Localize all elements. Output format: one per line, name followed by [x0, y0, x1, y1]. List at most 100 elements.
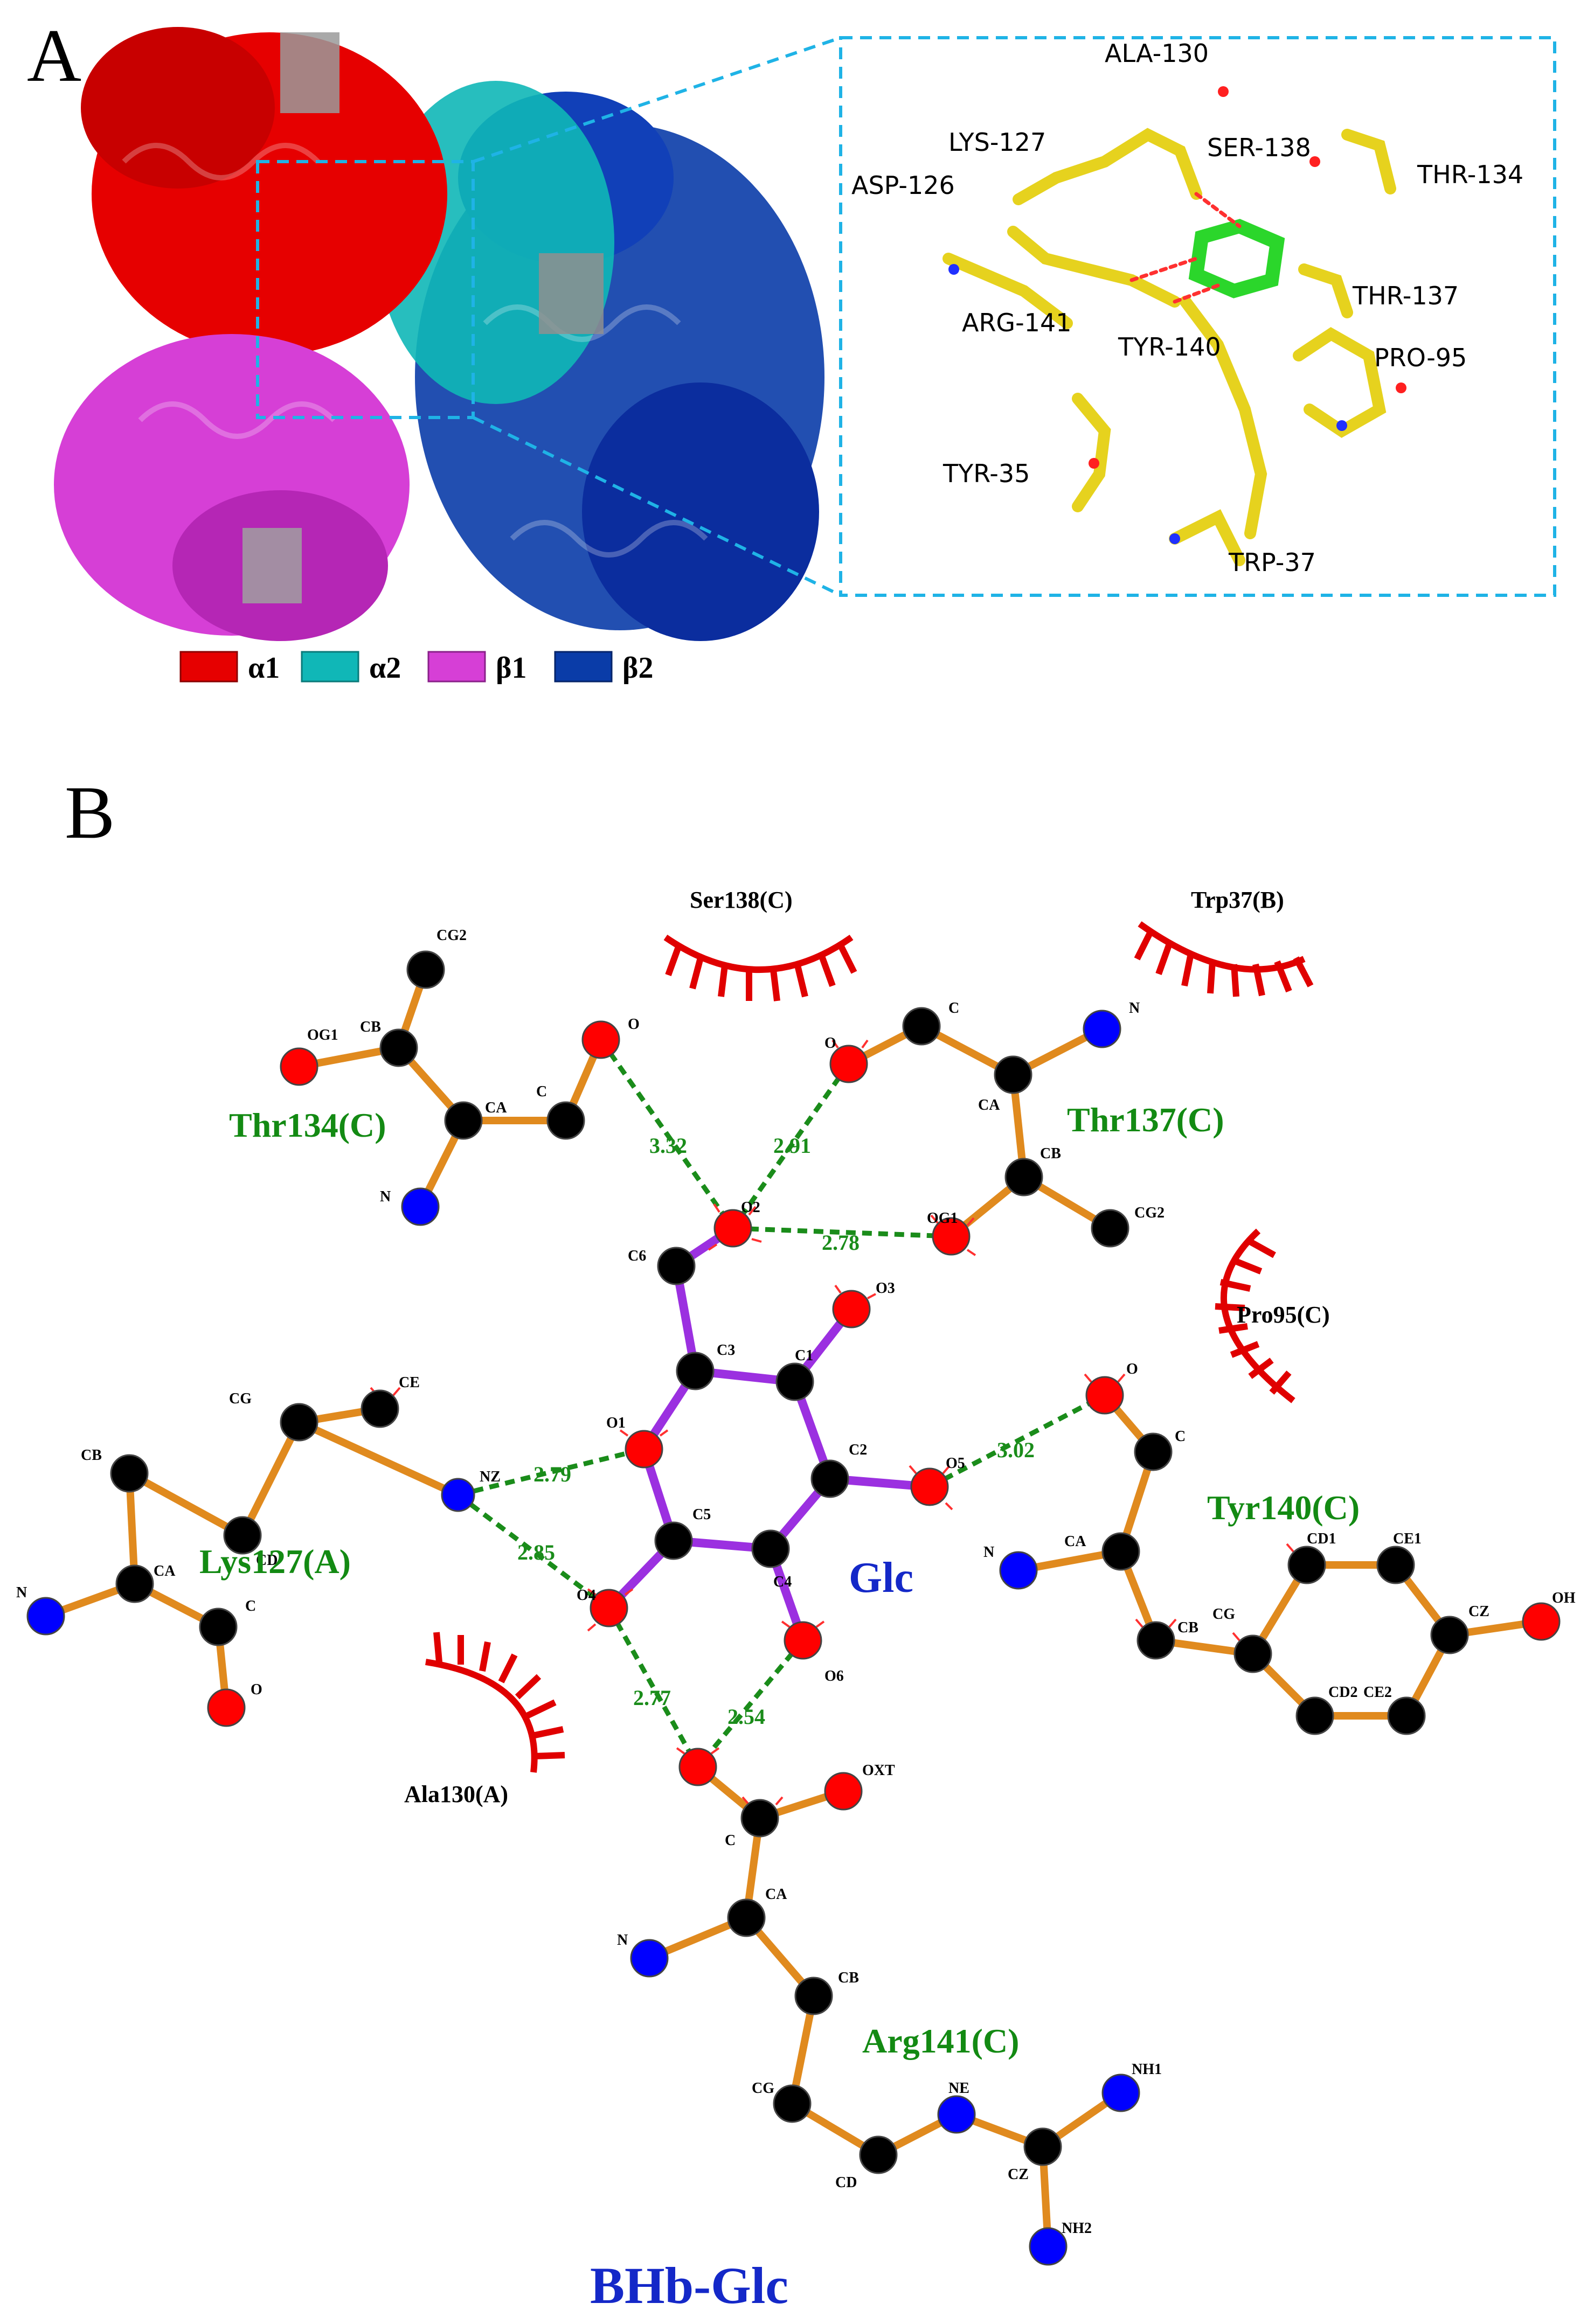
atom-label-cb-thr137: CB — [1040, 1145, 1061, 1162]
atom-label-cd-lys127: CD — [256, 1552, 278, 1569]
residue-label-arg141: Arg141(C) — [862, 2022, 1019, 2060]
atom-label-cb-thr134: CB — [360, 1019, 381, 1035]
atom-label-o-tyr140: O — [1126, 1361, 1138, 1377]
inset-label-ala-130: ALA-130 — [1105, 39, 1209, 68]
atom-label-ca-thr137: CA — [978, 1097, 1000, 1114]
inset-label-lys-127: LYS-127 — [948, 128, 1046, 157]
atom-label-cg-lys127: CG — [229, 1390, 252, 1407]
atom-label-oxt-arg141: OXT — [862, 1762, 895, 1779]
hydrophobic-labels: Ser138(C) Trp37(B) Pro95(C) Ala130(A) — [404, 887, 1330, 1807]
hydrophobic-label-trp37: Trp37(B) — [1191, 887, 1284, 913]
atom-label-og1-thr137: OG1 — [927, 1210, 958, 1227]
atom-label-ca-lys127: CA — [154, 1563, 176, 1580]
hydrophobic-label-pro95: Pro95(C) — [1237, 1302, 1330, 1328]
inset-label-ser-138: SER-138 — [1207, 133, 1311, 162]
atom-label-cg-tyr140: CG — [1212, 1606, 1235, 1623]
legend-swatch-alpha2 — [301, 651, 359, 683]
legend-swatch-beta1 — [427, 651, 486, 683]
atom-contact-ticks — [370, 1039, 1294, 1806]
hbond-dist-2.78: 2.78 — [822, 1230, 860, 1255]
zoom-line-top — [473, 36, 841, 163]
atom-label-o5: O5 — [946, 1455, 965, 1472]
atom-label-o3: O3 — [876, 1280, 895, 1297]
hbond-dist-3.32: 3.32 — [649, 1133, 687, 1158]
hbond-dist-2.77: 2.77 — [633, 1686, 671, 1710]
atom-label-c5: C5 — [692, 1506, 711, 1523]
atom-label-ca-thr134: CA — [485, 1100, 507, 1116]
panel-a-label: A — [27, 14, 81, 98]
atom-label-c-lys127: C — [245, 1598, 256, 1615]
atom-label-o4: O4 — [577, 1587, 596, 1604]
hbond-dist-3.02: 3.02 — [997, 1438, 1035, 1462]
atom-label-o6: O6 — [824, 1668, 844, 1685]
atom-label-o-lys127: O — [251, 1681, 262, 1698]
atom-label-c-arg141: C — [725, 1832, 736, 1849]
hbond-dist-2.91: 2.91 — [773, 1133, 811, 1158]
zoom-line-bottom — [472, 416, 842, 597]
atom-label-c-thr137: C — [948, 1000, 959, 1017]
residue-label-thr134: Thr134(C) — [229, 1106, 386, 1144]
atom-label-cb-tyr140: CB — [1177, 1619, 1198, 1636]
legend-label-alpha2: α2 — [369, 651, 401, 685]
inset-label-thr-134: THR-134 — [1417, 160, 1523, 189]
atoms — [26, 950, 1561, 2266]
diagram-title: BHb-Glc — [590, 2257, 788, 2314]
atom-label-cg-arg141: CG — [752, 2080, 774, 2097]
inset-label-pro-95: PRO-95 — [1374, 343, 1467, 372]
hydrophobic-ser138 — [663, 935, 857, 1001]
atom-label-o-thr134: O — [628, 1016, 640, 1033]
hydrophobic-trp37 — [1134, 921, 1314, 997]
atom-label-c-thr134: C — [536, 1083, 547, 1100]
inset-label-tyr-35: TYR-35 — [942, 459, 1030, 488]
protein-cartoon — [54, 27, 824, 641]
inset-sticks — [942, 86, 1406, 566]
atom-label-n-tyr140: N — [983, 1544, 994, 1561]
inset-label-arg-141: ARG-141 — [962, 308, 1071, 337]
atom-label-oh-tyr140: OH — [1552, 1590, 1576, 1606]
chain-legend: α1 α2 β1 β2 — [179, 651, 654, 685]
residue-label-lys127: Lys127(A) — [199, 1542, 351, 1581]
atom-label-n-arg141: N — [617, 1932, 628, 1949]
atom-label-ce2-tyr140: CE2 — [1363, 1684, 1392, 1701]
hydrophobic-label-ser138: Ser138(C) — [690, 887, 793, 913]
hydrogen-bonds — [456, 1038, 1106, 1769]
hbond-distances: 3.32 2.91 2.78 3.02 2.79 2.85 2.77 2.54 — [517, 1133, 1035, 1729]
residue-labels: Thr134(C) Thr137(C) Lys127(A) Tyr140(C) … — [199, 1101, 1360, 2060]
panel-b-label: B — [65, 771, 115, 854]
hydrophobic-arcs — [425, 921, 1314, 1773]
atom-label-n-lys127: N — [16, 1584, 27, 1601]
inset-label-thr-137: THR-137 — [1352, 281, 1459, 310]
atom-label-ce1-tyr140: CE1 — [1393, 1530, 1422, 1547]
legend-swatch-beta2 — [554, 651, 613, 683]
atom-label-cd-arg141: CD — [835, 2174, 857, 2191]
legend-label-alpha1: α1 — [248, 651, 280, 685]
hydrophobic-label-ala130: Ala130(A) — [404, 1781, 508, 1807]
atom-label-n-thr137: N — [1129, 1000, 1140, 1017]
atom-label-o-thr137: O — [824, 1035, 836, 1052]
atom-label-nh2-arg141: NH2 — [1062, 2220, 1092, 2237]
atom-label-cg2-thr134: CG2 — [436, 927, 467, 944]
inset-label-tyr-140: TYR-140 — [1118, 332, 1221, 361]
hbond-dist-2.85: 2.85 — [517, 1540, 555, 1564]
atom-label-og1-thr134: OG1 — [307, 1027, 338, 1043]
ligand-label: Glc — [849, 1554, 913, 1602]
atom-label-ca-arg141: CA — [765, 1886, 787, 1903]
atom-label-cz-tyr140: CZ — [1468, 1603, 1489, 1620]
hbond-dist-2.54: 2.54 — [727, 1704, 765, 1729]
hbond-dist-2.79: 2.79 — [533, 1462, 571, 1486]
legend-swatch-alpha1 — [179, 651, 238, 683]
hydrophobic-ala130 — [425, 1632, 565, 1773]
atom-label-c3: C3 — [717, 1342, 735, 1359]
legend-label-beta1: β1 — [496, 651, 527, 685]
atom-label-cd1-tyr140: CD1 — [1307, 1530, 1336, 1547]
atom-label-cd2-tyr140: CD2 — [1328, 1684, 1357, 1701]
residue-label-tyr140: Tyr140(C) — [1207, 1488, 1360, 1527]
atom-label-nz-lys127: NZ — [480, 1469, 501, 1485]
atom-label-c2: C2 — [849, 1442, 867, 1458]
atom-label-ce-lys127: CE — [399, 1374, 420, 1391]
atom-label-n-thr134: N — [380, 1188, 391, 1205]
legend-label-beta2: β2 — [622, 651, 654, 685]
atom-label-c1: C1 — [795, 1347, 813, 1364]
atom-label-c4: C4 — [773, 1574, 792, 1590]
